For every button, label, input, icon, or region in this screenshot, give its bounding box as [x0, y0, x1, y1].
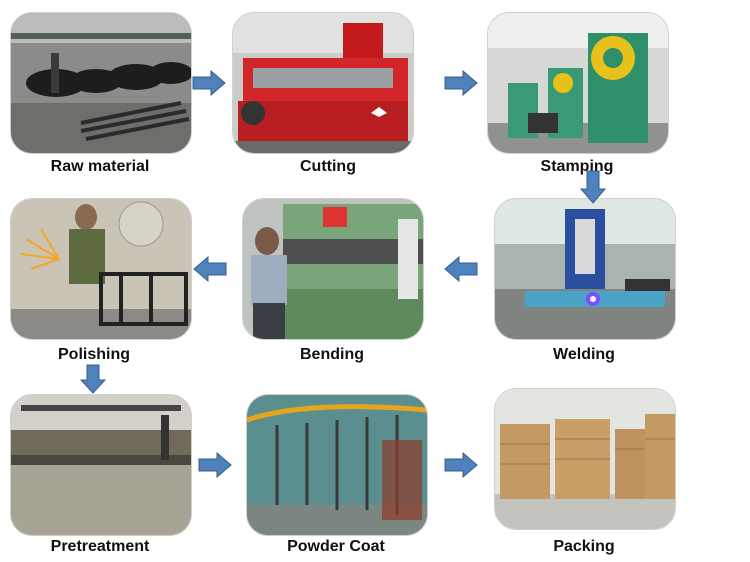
step-label-cutting: Cutting: [300, 158, 356, 175]
step-label-bending: Bending: [300, 346, 364, 363]
arrow-right-icon: [444, 70, 478, 96]
packing-photo: [494, 388, 676, 530]
step-label-raw-material: Raw material: [50, 158, 150, 175]
arrow-right-icon: [198, 452, 232, 478]
bending-photo: [242, 198, 424, 340]
pretreatment-photo: [10, 394, 192, 536]
arrow-right-icon: [192, 70, 226, 96]
cutting-photo: [232, 12, 414, 154]
step-label-pretreatment: Pretreatment: [50, 538, 150, 555]
step-label-polishing: Polishing: [58, 346, 130, 363]
arrow-left-icon: [193, 256, 227, 282]
step-label-stamping: Stamping: [540, 158, 614, 175]
welding-photo: [494, 198, 676, 340]
stamping-photo: [487, 12, 669, 154]
step-label-powder-coat: Powder Coat: [287, 538, 385, 555]
step-label-welding: Welding: [553, 346, 615, 363]
raw-material-photo: [10, 12, 192, 154]
step-label-packing: Packing: [553, 538, 615, 555]
arrow-left-icon: [444, 256, 478, 282]
powder-coat-photo: [246, 394, 428, 536]
arrow-down-icon: [580, 170, 606, 204]
arrow-down-icon: [80, 364, 106, 394]
polishing-photo: [10, 198, 192, 340]
arrow-right-icon: [444, 452, 478, 478]
